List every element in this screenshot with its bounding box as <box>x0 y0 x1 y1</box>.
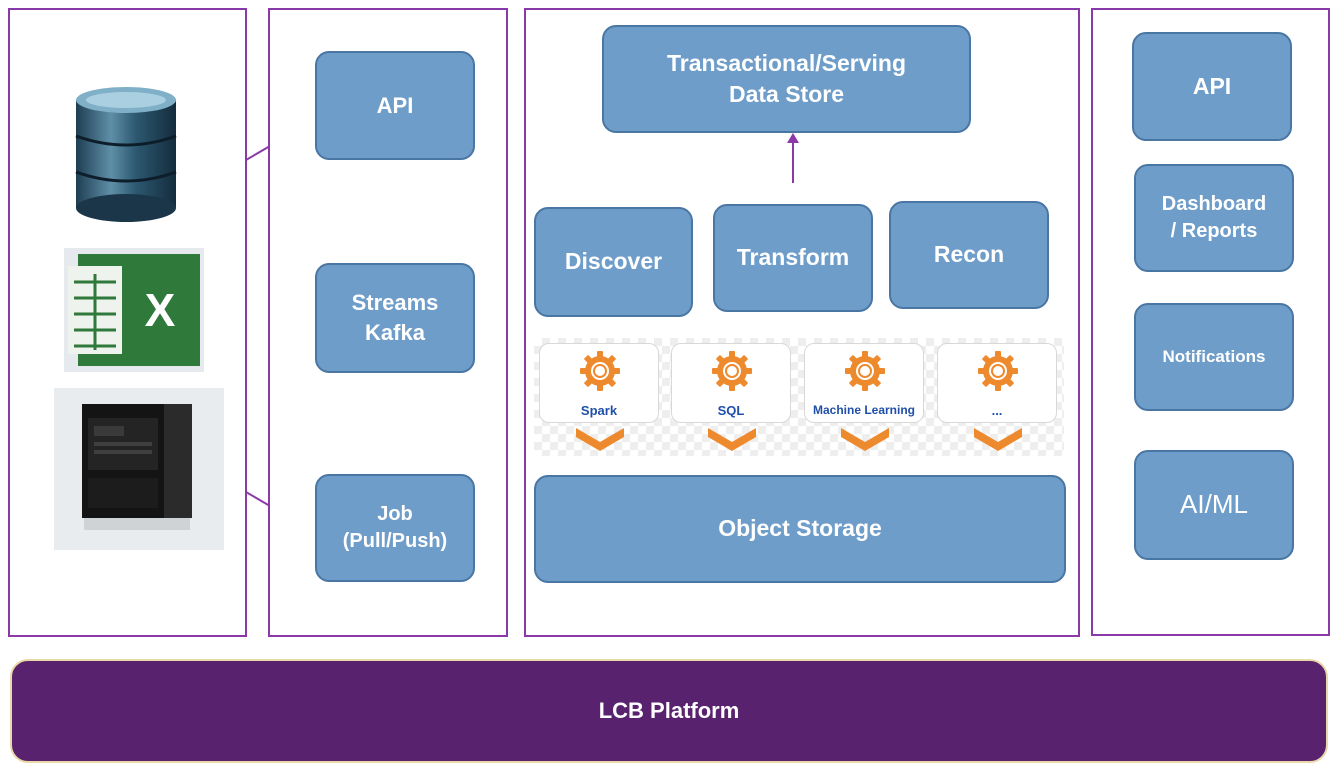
consumer-notifications-label: Notifications <box>1162 346 1266 366</box>
ingest-api-box: API <box>315 51 475 160</box>
consumer-api-label: API <box>1192 72 1232 99</box>
svg-text:X: X <box>145 284 176 336</box>
engine-card-spark: Spark <box>539 343 659 451</box>
consumer-notifications-box: Notifications <box>1134 303 1294 411</box>
object-storage-label: Object Storage <box>718 515 882 542</box>
engine-label-sql: SQL <box>717 403 745 418</box>
ingest-streams-label: Streams Kafka <box>351 290 439 345</box>
consumer-dashboard-box: Dashboard / Reports <box>1134 164 1294 272</box>
database-icon <box>75 87 177 222</box>
sources-panel: X <box>8 8 247 637</box>
engine-card-more: ... <box>937 343 1057 451</box>
ingest-api-label: API <box>376 92 414 118</box>
up-arrow-icon <box>787 133 799 183</box>
ingest-job-label: Job (Pull/Push) <box>342 503 448 552</box>
engine-strip: Spark SQL <box>534 338 1064 456</box>
engine-card-sql: SQL <box>671 343 791 451</box>
consumer-aiml-label: AI/ML <box>1180 489 1248 520</box>
consumer-api-box: API <box>1132 32 1292 141</box>
discover-label: Discover <box>564 248 663 275</box>
engine-label-machine-learning: Machine Learning <box>812 403 916 417</box>
platform-bar: LCB Platform <box>10 659 1328 763</box>
recon-label: Recon <box>933 241 1005 268</box>
consumer-dashboard-label: Dashboard / Reports <box>1161 193 1267 242</box>
discover-box: Discover <box>534 207 693 317</box>
mainframe-server-icon <box>54 388 224 550</box>
engine-card-machine-learning: Machine Learning <box>804 343 924 451</box>
engine-label-more: ... <box>991 403 1003 418</box>
platform-label: LCB Platform <box>598 698 740 723</box>
chevron-down-icon <box>708 428 756 451</box>
ingest-streams-box: Streams Kafka <box>315 263 475 373</box>
engine-label-spark: Spark <box>580 403 618 418</box>
gear-icon <box>580 351 620 391</box>
chevron-down-icon <box>576 428 624 451</box>
gear-icon <box>845 351 885 391</box>
chevron-down-icon <box>841 428 889 451</box>
ingest-panel: API Streams Kafka Job (Pull/Push) <box>268 8 508 637</box>
gear-icon <box>978 351 1018 391</box>
transform-label: Transform <box>736 244 850 271</box>
object-storage-box: Object Storage <box>534 475 1066 583</box>
source-connector-bottom <box>246 491 271 507</box>
excel-spreadsheet-icon: X <box>64 248 204 372</box>
source-connector-top <box>246 145 271 161</box>
consumers-panel: API Dashboard / Reports Notifications AI… <box>1091 8 1330 636</box>
gear-icon <box>712 351 752 391</box>
recon-box: Recon <box>889 201 1049 309</box>
transform-box: Transform <box>713 204 873 312</box>
serving-store-box: Transactional/Serving Data Store <box>602 25 971 133</box>
ingest-job-box: Job (Pull/Push) <box>315 474 475 582</box>
chevron-down-icon <box>974 428 1022 451</box>
consumer-aiml-box: AI/ML <box>1134 450 1294 560</box>
serving-store-label: Transactional/Serving Data Store <box>666 49 907 107</box>
